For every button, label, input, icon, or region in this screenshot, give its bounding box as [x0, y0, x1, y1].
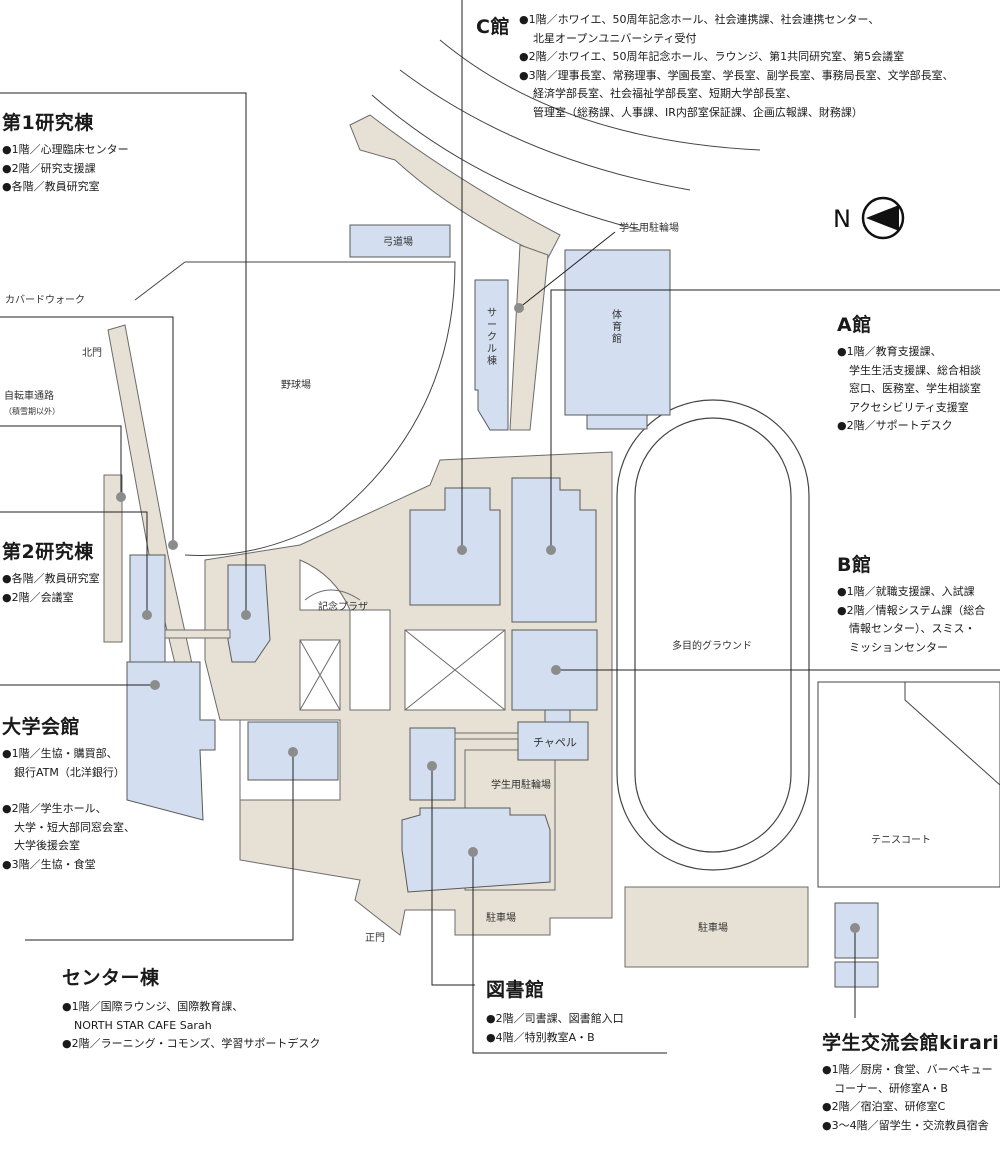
- baseball-outline: [184, 261, 456, 557]
- bldg-r2-title: 第2研究棟: [2, 541, 94, 563]
- bldg-b-block: B館 ●1階／就職支援課、入試課 ●2階／情報システム課（総合 情報センター）、…: [837, 550, 985, 657]
- desc-line: ●2階／サポートデスク: [837, 419, 953, 432]
- desc-line: 大学後援会室: [14, 839, 80, 852]
- label-bike-path: 自転車通路: [4, 389, 54, 402]
- bldg-r1-block: 第1研究棟 ●1階／心理臨床センター ●2階／研究支援課 ●各階／教員研究室: [2, 108, 129, 197]
- bldg-hall-block: 大学会館 ●1階／生協・購買部、 銀行ATM（北洋銀行） ●2階／学生ホール、 …: [2, 712, 135, 874]
- desc-line: 管理室（総務課、人事課、IR内部室保証課、企画広報課、財務課）: [533, 105, 863, 119]
- bldg-center-block: センター棟 ●1階／国際ラウンジ、国際教育課、 NORTH STAR CAFE …: [62, 963, 320, 1054]
- circle-building: [474, 279, 509, 431]
- bldg-c-title: C館: [476, 16, 510, 38]
- label-plaza: 記念プラザ: [318, 600, 368, 613]
- north-arrow-icon: N: [833, 196, 905, 240]
- main-road: [349, 114, 561, 259]
- archery-building: [349, 224, 451, 258]
- desc-line: ●2階／会議室: [2, 590, 74, 604]
- bldg-lib-block: 図書館 ●2階／司書課、図書館入口 ●4階／特別教室A・B: [486, 975, 624, 1047]
- desc-line: ●2階／情報システム課（総合: [837, 603, 986, 617]
- desc-line: ●2階／司書課、図書館入口: [486, 1012, 624, 1025]
- desc-line: 窓口、医務室、学生相談室: [849, 382, 981, 395]
- parking-lot-east: [624, 886, 809, 968]
- desc-line: コーナー、研修室A・B: [834, 1081, 948, 1095]
- chapel-building: [517, 721, 589, 761]
- desc-line: ミッションセンター: [849, 640, 948, 654]
- desc-line: ●3階／生協・食堂: [2, 857, 96, 871]
- bldg-center-title: センター棟: [62, 967, 160, 989]
- desc-line: 北星オープンユニバーシティ受付: [533, 31, 697, 45]
- bldg-hall-title: 大学会館: [2, 716, 81, 738]
- label-main-gate: 正門: [365, 932, 385, 944]
- desc-line: ●2階／研究支援課: [2, 161, 96, 175]
- tennis-outline: [817, 681, 1000, 888]
- gym-building: [564, 249, 671, 416]
- label-bike-path-note: （積雪期以外）: [4, 406, 60, 416]
- compass-letter: N: [833, 205, 851, 233]
- desc-line: ●3〜4階／留学生・交流教員宿舎: [822, 1118, 989, 1132]
- road-west: [509, 244, 549, 431]
- bldg-c-block: C館: [476, 12, 510, 39]
- label-bike-parking-top: 学生用駐輪場: [619, 221, 679, 234]
- bldg-a-block: A館 ●1階／教育支援課、 学生生活支援課、総合相談 窓口、医務室、学生相談室 …: [837, 310, 981, 436]
- bldg-b-title: B館: [837, 554, 872, 576]
- desc-line: 学生生活支援課、総合相談: [849, 363, 981, 377]
- desc-line: ●各階／教員研究室: [2, 572, 100, 585]
- label-baseball: 野球場: [281, 378, 311, 391]
- desc-line: ●2階／学生ホール、: [2, 802, 107, 815]
- desc-line: ●1階／国際ラウンジ、国際教育課、: [62, 1000, 244, 1013]
- university-hall: [126, 661, 216, 821]
- bike-path-strip: [103, 474, 123, 643]
- desc-line: 経済学部長室、社会福祉学部長室、短期大学部長室、: [533, 87, 797, 100]
- label-covered-walk: カバードウォーク: [5, 294, 85, 306]
- desc-line: ●2階／ラーニング・コモンズ、学習サポートデスク: [62, 1037, 321, 1050]
- desc-line: NORTH STAR CAFE Sarah: [74, 1018, 212, 1032]
- label-north-gate: 北門: [82, 347, 102, 359]
- bldg-r1-title: 第1研究棟: [2, 112, 94, 134]
- desc-line: ●3階／理事長室、常務理事、学園長室、学長室、副学長室、事務局長室、文学部長室、: [519, 68, 954, 82]
- bldg-r2-block: 第2研究棟 ●各階／教員研究室 ●2階／会議室: [2, 537, 100, 607]
- desc-line: ●1階／生協・購買部、: [2, 747, 118, 760]
- label-circle-building: サークル棟: [487, 307, 497, 367]
- desc-line: ●1階／教育支援課、: [837, 345, 942, 358]
- label-ground: 多目的グラウンド: [672, 639, 752, 652]
- desc-line: ●1階／ホワイエ、50周年記念ホール、社会連携課、社会連携センター、: [519, 13, 880, 26]
- desc-line: ●2階／ホワイエ、50周年記念ホール、ラウンジ、第1共同研究室、第5会議室: [519, 50, 905, 63]
- label-chapel: チャペル: [533, 736, 577, 749]
- desc-line: [2, 782, 135, 800]
- bldg-a-title: A館: [837, 314, 872, 336]
- label-archery: 弓道場: [383, 235, 413, 248]
- desc-line: ●1階／就職支援課、入試課: [837, 585, 975, 598]
- bldg-kirari-block: 学生交流会館kirari ●1階／厨房・食堂、バーベキュー コーナー、研修室A・…: [822, 1028, 999, 1135]
- label-bike-parking-mid: 学生用駐輪場: [491, 778, 551, 791]
- bldg-lib-title: 図書館: [486, 979, 545, 1001]
- label-tennis: テニスコート: [871, 835, 931, 846]
- desc-line: ●1階／心理臨床センター: [2, 143, 129, 156]
- desc-line: ●2階／宿泊室、研修室C: [822, 1100, 946, 1113]
- desc-line: 大学・短大部同窓会室、: [14, 820, 135, 834]
- desc-line: 情報センター）、スミス・: [849, 622, 976, 635]
- bldg-kirari-title: 学生交流会館kirari: [822, 1032, 1000, 1054]
- desc-line: ●1階／厨房・食堂、バーベキュー: [822, 1063, 993, 1076]
- building-c: [409, 487, 501, 606]
- track-inner: [634, 417, 792, 853]
- desc-line: ●各階／教員研究室: [2, 180, 100, 193]
- label-gym: 体育館: [612, 309, 622, 345]
- desc-line: ●4階／特別教室A・B: [486, 1030, 595, 1044]
- desc-line: アクセシビリティ支援室: [849, 400, 969, 414]
- label-parking-2: 駐車場: [698, 921, 728, 934]
- label-parking-1: 駐車場: [486, 911, 516, 924]
- desc-line: 銀行ATM（北洋銀行）: [14, 765, 125, 779]
- bldg-c-desc: ●1階／ホワイエ、50周年記念ホール、社会連携課、社会連携センター、 北星オープ…: [519, 11, 954, 122]
